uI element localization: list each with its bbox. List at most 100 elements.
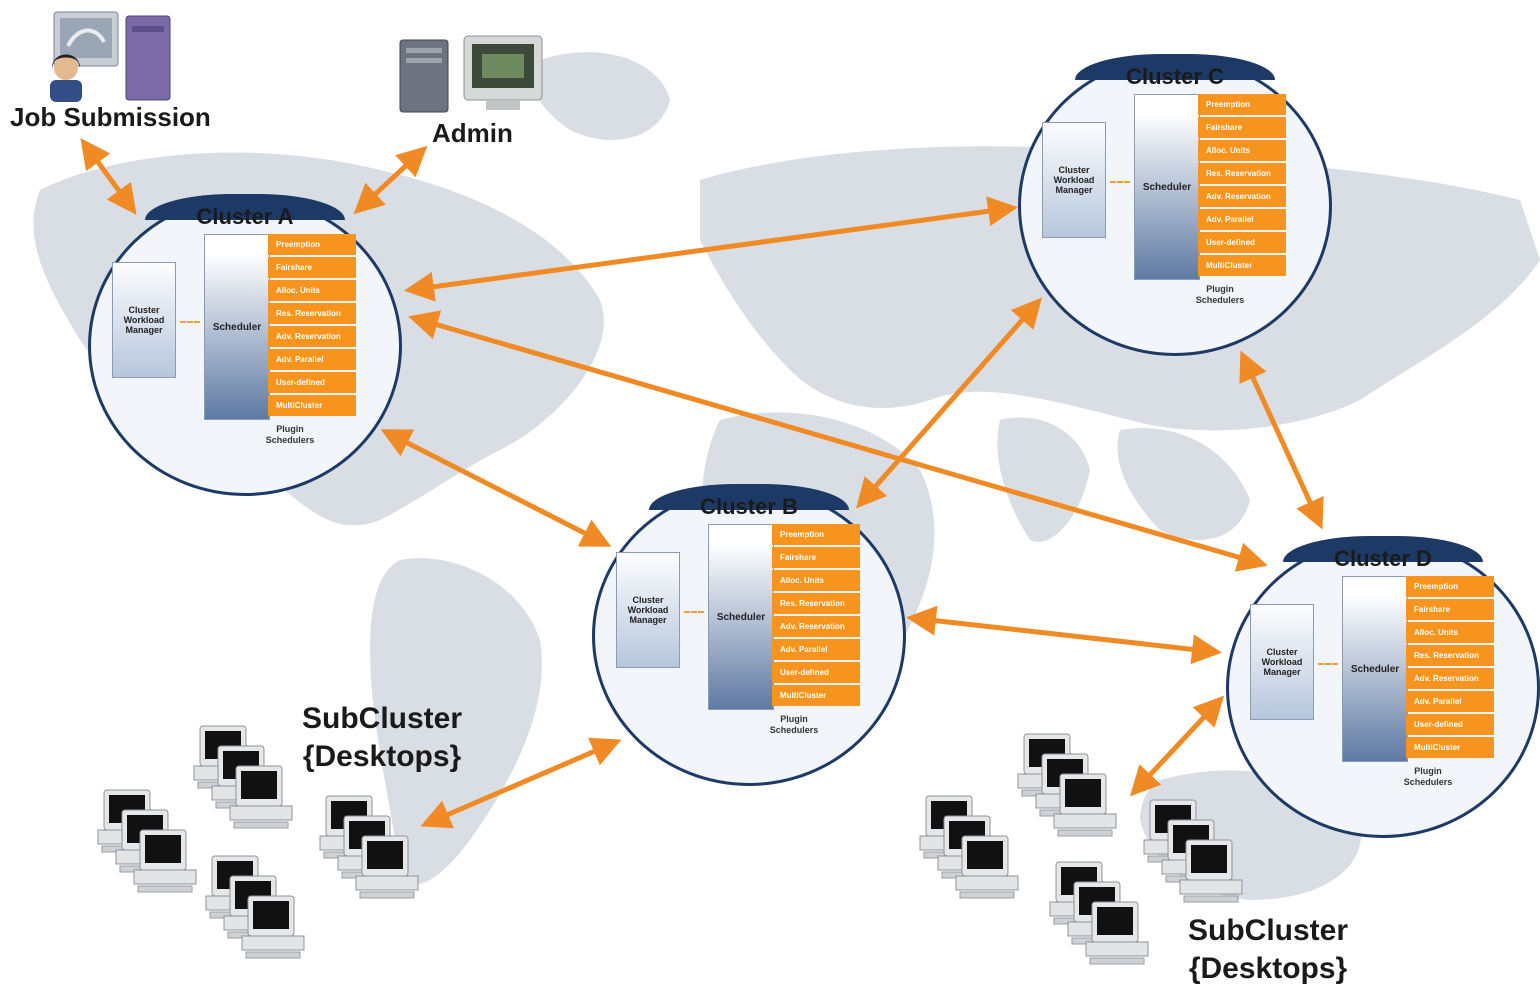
cluster-b-title: Cluster B [700, 494, 798, 519]
subcluster-right-line2: {Desktops} [1188, 952, 1348, 985]
plugin-list: Preemption Fairshare Alloc. Units Res. R… [772, 524, 860, 708]
plugin-caption-line1: Plugin [780, 714, 808, 724]
plugin-item: Alloc. Units [268, 280, 356, 301]
plugin-item: User-defined [268, 372, 356, 393]
plugin-item: User-defined [1406, 714, 1494, 735]
plugin-item: Preemption [1406, 576, 1494, 597]
plugin-item: Fairshare [772, 547, 860, 568]
plugin-item: Adv. Parallel [1406, 691, 1494, 712]
plugin-item: MultiCluster [268, 395, 356, 416]
plugin-item: User-defined [772, 662, 860, 683]
plugin-list: Preemption Fairshare Alloc. Units Res. R… [1198, 94, 1286, 278]
plugin-list: Preemption Fairshare Alloc. Units Res. R… [1406, 576, 1494, 760]
connector-dash [684, 611, 704, 613]
cluster-workload-manager: Cluster Workload Manager [1250, 604, 1314, 720]
subcluster-right-label: SubCluster {Desktops} [1188, 912, 1348, 988]
connector-dash [1110, 181, 1130, 183]
connector-dash [180, 321, 200, 323]
plugin-item: Res. Reservation [268, 303, 356, 324]
plugin-item: Fairshare [1198, 117, 1286, 138]
plugin-caption: Plugin Schedulers [758, 714, 830, 736]
desktop-computer-icon [955, 835, 1019, 899]
plugin-caption-line1: Plugin [276, 424, 304, 434]
plugin-caption-line2: Schedulers [1195, 295, 1245, 305]
cluster-d-title: Cluster D [1334, 546, 1432, 571]
subcluster-left-line1: SubCluster [302, 702, 463, 735]
plugin-item: MultiCluster [772, 685, 860, 706]
cluster-a-title: Cluster A [196, 204, 294, 229]
subcluster-right-line1: SubCluster [1188, 914, 1349, 947]
plugin-item: MultiCluster [1198, 255, 1286, 276]
plugin-item: Res. Reservation [1406, 645, 1494, 666]
scheduler-block: Scheduler [708, 524, 774, 710]
admin-icons [399, 35, 543, 113]
plugin-item: Alloc. Units [772, 570, 860, 591]
job-submission-label: Job Submission [10, 102, 211, 132]
plugin-item: Adv. Reservation [1406, 668, 1494, 689]
plugin-item: Adv. Reservation [1198, 186, 1286, 207]
plugin-caption: Plugin Schedulers [1184, 284, 1256, 306]
cluster-c-title: Cluster C [1126, 64, 1224, 89]
plugin-item: Alloc. Units [1406, 622, 1494, 643]
arrow-clustera-clusterd [408, 310, 1268, 572]
desktop-computer-icon [1085, 901, 1149, 965]
plugin-item: MultiCluster [1406, 737, 1494, 758]
arrow-clustera-clusterb [380, 429, 612, 547]
cluster-a: Cluster A Cluster Workload Manager Sched… [88, 194, 402, 496]
scheduler-block: Scheduler [1134, 94, 1200, 280]
arrow-admin-clustera [353, 145, 428, 215]
plugin-caption-line2: Schedulers [265, 435, 315, 445]
plugin-item: Fairshare [268, 257, 356, 278]
cluster-b: Cluster B Cluster Workload Manager Sched… [592, 484, 906, 786]
user-icon [50, 54, 82, 102]
cluster-workload-manager: Cluster Workload Manager [112, 262, 176, 378]
admin-label: Admin [432, 118, 513, 148]
arrow-clusterb-clusterc [856, 297, 1042, 509]
workstation-icon [53, 11, 171, 101]
plugin-item: Preemption [1198, 94, 1286, 115]
plugin-caption-line2: Schedulers [769, 725, 819, 735]
map-south-america [370, 558, 542, 885]
plugin-item: Preemption [268, 234, 356, 255]
plugin-caption: Plugin Schedulers [254, 424, 326, 446]
plugin-caption-line1: Plugin [1414, 766, 1442, 776]
arrow-clusterc-clusterd [1239, 350, 1324, 530]
desktop-computer-icon [241, 895, 305, 959]
cluster-workload-manager: Cluster Workload Manager [1042, 122, 1106, 238]
plugin-caption-line1: Plugin [1206, 284, 1234, 294]
desktop-computer-icon [229, 765, 293, 829]
plugin-item: Alloc. Units [1198, 140, 1286, 161]
desktop-computer-icon [1053, 773, 1117, 837]
plugin-caption-line2: Schedulers [1403, 777, 1453, 787]
plugin-item: Res. Reservation [772, 593, 860, 614]
subcluster-left-line2: {Desktops} [302, 740, 462, 773]
plugin-item: Preemption [772, 524, 860, 545]
arrow-clustera-clusterc [404, 196, 1018, 302]
subcluster-left-label: SubCluster {Desktops} [302, 700, 462, 776]
job-submission-icons [50, 11, 171, 102]
connector-dash [1318, 663, 1338, 665]
plugin-item: Adv. Parallel [772, 639, 860, 660]
arrow-jobsubmission-clustera [80, 138, 137, 215]
arrow-clusterb-clusterd [906, 605, 1222, 665]
plugin-list: Preemption Fairshare Alloc. Units Res. R… [268, 234, 356, 418]
cluster-c: Cluster C Cluster Workload Manager Sched… [1018, 54, 1332, 356]
cluster-d: Cluster D Cluster Workload Manager Sched… [1226, 536, 1540, 838]
plugin-item: Adv. Reservation [268, 326, 356, 347]
arrow-subcluster-clusterb [420, 737, 622, 829]
plugin-item: Adv. Reservation [772, 616, 860, 637]
plugin-item: Res. Reservation [1198, 163, 1286, 184]
desktop-computer-icon [133, 829, 197, 893]
plugin-item: Adv. Parallel [1198, 209, 1286, 230]
plugin-item: Fairshare [1406, 599, 1494, 620]
server-tower-icon [399, 39, 449, 113]
map-greenland [531, 52, 670, 141]
desktop-computer-icon [1179, 839, 1243, 903]
scheduler-block: Scheduler [204, 234, 270, 420]
arrow-subcluster-clusterd [1129, 695, 1225, 797]
cluster-workload-manager: Cluster Workload Manager [616, 552, 680, 668]
plugin-item: User-defined [1198, 232, 1286, 253]
